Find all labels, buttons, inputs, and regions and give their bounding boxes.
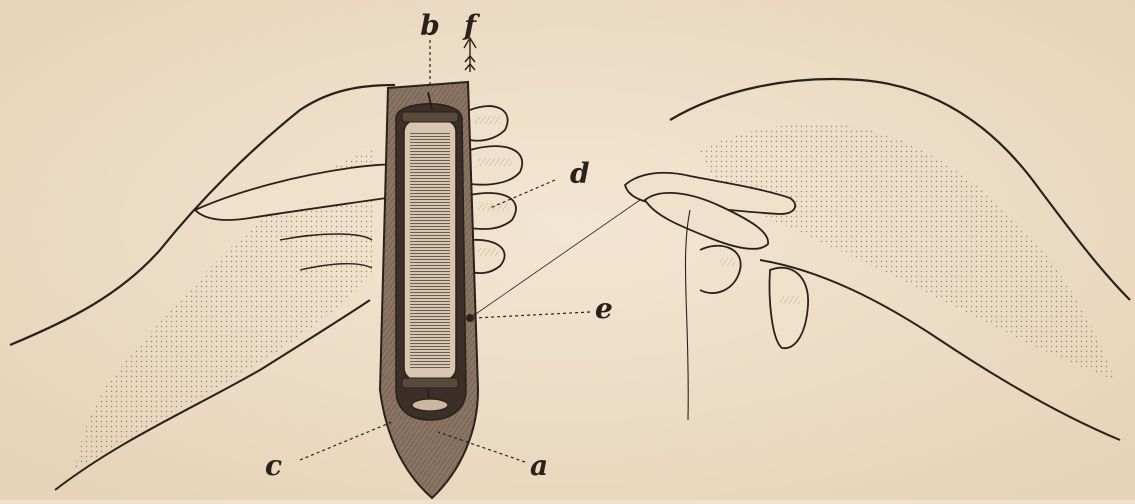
label-b: b [420,9,440,42]
label-c: c [265,449,282,482]
label-e: e [595,292,613,325]
label-a: a [530,449,548,482]
label-d: d [570,157,590,190]
